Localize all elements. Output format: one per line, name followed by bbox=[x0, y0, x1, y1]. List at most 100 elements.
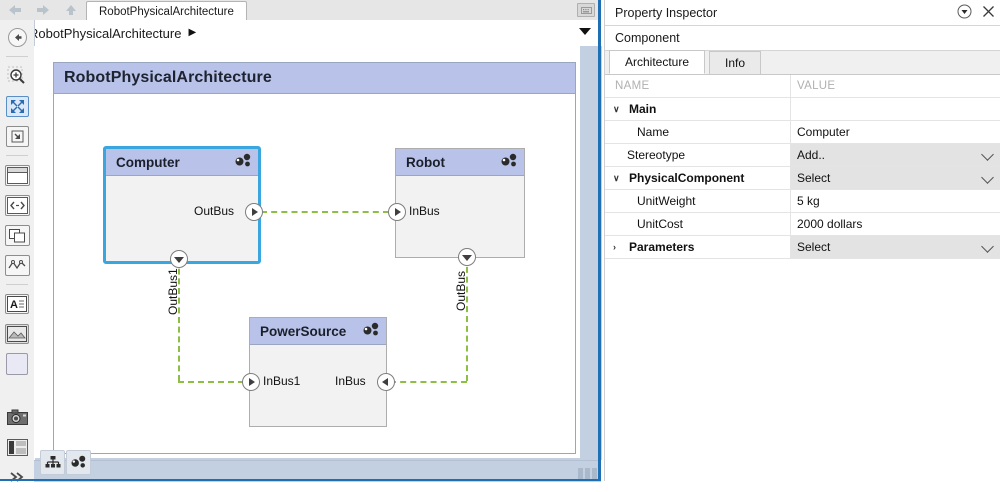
property-value-parameters[interactable]: Select bbox=[791, 236, 1000, 258]
port-robot-inbus[interactable] bbox=[388, 203, 406, 221]
editor-bottom-edge bbox=[0, 479, 601, 481]
component-stereotype-icon bbox=[234, 153, 252, 169]
block-computer-header: Computer bbox=[106, 149, 258, 176]
physicalcomponent-selected-value: Select bbox=[797, 171, 831, 185]
tab-info[interactable]: Info bbox=[709, 51, 762, 74]
image-annotation-icon[interactable] bbox=[0, 319, 34, 349]
port-computer-outbus1[interactable] bbox=[170, 250, 188, 268]
tab-architecture-label: Architecture bbox=[625, 55, 690, 69]
chevron-down-icon[interactable]: ∨ bbox=[613, 103, 620, 114]
block-powersource-label: PowerSource bbox=[260, 323, 347, 339]
property-row-unitweight[interactable]: UnitWeight 5 kg bbox=[605, 190, 1000, 213]
block-robot[interactable]: Robot bbox=[395, 148, 525, 258]
chevron-down-icon[interactable] bbox=[981, 171, 994, 184]
zoom-in-icon[interactable] bbox=[0, 61, 34, 91]
port-powersource-inbus1[interactable] bbox=[242, 373, 260, 391]
chevron-down-icon[interactable] bbox=[981, 148, 994, 161]
report-layout-icon[interactable] bbox=[0, 432, 34, 462]
port-computer-outbus[interactable] bbox=[245, 203, 263, 221]
component-stereotype-icon bbox=[362, 322, 380, 338]
property-group-main[interactable]: ∨ Main bbox=[605, 98, 1000, 121]
diagram-canvas[interactable]: RobotPhysicalArchitecture Computer bbox=[35, 46, 580, 458]
tab-info-label: Info bbox=[725, 56, 746, 70]
property-grid-header: NAME VALUE bbox=[605, 75, 1000, 98]
fit-to-view-icon[interactable] bbox=[0, 91, 34, 121]
connector-computer-robot bbox=[261, 211, 389, 213]
property-name-parameters: › Parameters bbox=[605, 236, 791, 258]
editor-tab-strip: RobotPhysicalArchitecture bbox=[0, 0, 601, 21]
port-label-computer-outbus: OutBus bbox=[194, 204, 235, 218]
component-stereotype-icon[interactable] bbox=[66, 449, 91, 475]
breadcrumb-arrow[interactable]: ▶ bbox=[188, 27, 197, 38]
keyboard-icon[interactable] bbox=[577, 3, 595, 17]
inspector-tabs: Architecture Info bbox=[605, 50, 1000, 75]
editor-toolbar: A bbox=[0, 20, 35, 482]
port-label-powersource-inbus: InBus bbox=[335, 374, 366, 388]
property-name-name: Name bbox=[605, 121, 791, 143]
copy-layers-icon[interactable] bbox=[0, 220, 34, 250]
resize-grip-icon[interactable] bbox=[578, 468, 597, 479]
property-value-stereotype[interactable]: Add.. bbox=[791, 144, 1000, 166]
chevron-down-icon[interactable] bbox=[579, 28, 591, 35]
chevron-down-icon[interactable]: ∨ bbox=[613, 172, 620, 183]
port-robot-outbus[interactable] bbox=[458, 248, 476, 266]
canvas-area[interactable]: RobotPhysicalArchitecture Computer bbox=[34, 46, 602, 460]
zoom-to-region-icon[interactable] bbox=[0, 121, 34, 151]
forward-arrow-icon[interactable] bbox=[30, 1, 56, 20]
property-name-physicalcomponent: ∨ PhysicalComponent bbox=[605, 167, 791, 189]
layout-panel-icon[interactable] bbox=[0, 160, 34, 190]
circled-chevron-down-icon[interactable] bbox=[957, 4, 972, 22]
block-powersource[interactable]: PowerSource bbox=[249, 317, 387, 427]
property-row-unitcost[interactable]: UnitCost 2000 dollars bbox=[605, 213, 1000, 236]
model-editor-pane: RobotPhysicalArchitecture RobotPhysicalA… bbox=[0, 0, 602, 482]
block-robot-label: Robot bbox=[406, 154, 445, 170]
property-value-physicalcomponent[interactable]: Select bbox=[791, 167, 1000, 189]
back-arrow-icon[interactable] bbox=[2, 1, 28, 20]
connector-computer-power-v bbox=[178, 259, 180, 381]
property-label-physicalcomponent: PhysicalComponent bbox=[629, 171, 745, 185]
property-inspector-header: Property Inspector bbox=[605, 0, 1000, 26]
property-value-name[interactable]: Computer bbox=[797, 125, 850, 139]
up-arrow-icon[interactable] bbox=[58, 1, 84, 20]
port-powersource-inbus[interactable] bbox=[377, 373, 395, 391]
property-inspector-title: Property Inspector bbox=[615, 5, 718, 20]
property-label-parameters: Parameters bbox=[629, 240, 695, 254]
block-computer-label: Computer bbox=[116, 154, 180, 170]
property-row-name[interactable]: Name Computer bbox=[605, 121, 1000, 144]
connector-robot-power-v bbox=[466, 257, 468, 381]
camera-snapshot-icon[interactable] bbox=[0, 402, 34, 432]
property-value-unitcost[interactable]: 2000 dollars bbox=[797, 217, 863, 231]
hierarchy-tree-icon[interactable] bbox=[40, 449, 65, 475]
editor-tab[interactable]: RobotPhysicalArchitecture bbox=[86, 1, 247, 21]
property-name-main: ∨ Main bbox=[605, 98, 791, 120]
component-stereotype-icon bbox=[500, 153, 518, 169]
chevron-down-icon[interactable] bbox=[981, 240, 994, 253]
expand-horizontal-icon[interactable] bbox=[0, 190, 34, 220]
signal-trace-icon[interactable] bbox=[0, 250, 34, 280]
diagram-title: RobotPhysicalArchitecture bbox=[54, 63, 575, 94]
app-window: RobotPhysicalArchitecture RobotPhysicalA… bbox=[0, 0, 1000, 482]
close-icon[interactable] bbox=[982, 5, 995, 21]
annotation-text-icon[interactable]: A bbox=[0, 289, 34, 319]
tab-architecture[interactable]: Architecture bbox=[609, 50, 706, 74]
chevron-right-icon[interactable]: › bbox=[613, 242, 616, 252]
block-computer[interactable]: Computer bbox=[103, 146, 261, 264]
architecture-diagram: RobotPhysicalArchitecture Computer bbox=[53, 62, 576, 454]
editor-status-bar bbox=[34, 449, 601, 482]
navigate-up-icon[interactable] bbox=[0, 22, 34, 52]
editor-tab-label: RobotPhysicalArchitecture bbox=[99, 5, 234, 18]
property-value-unitweight[interactable]: 5 kg bbox=[797, 194, 820, 208]
port-label-robot-outbus: OutBus bbox=[454, 270, 468, 311]
block-powersource-header: PowerSource bbox=[250, 318, 386, 345]
property-group-parameters[interactable]: › Parameters Select bbox=[605, 236, 1000, 259]
block-robot-header: Robot bbox=[396, 149, 524, 176]
connector-computer-power-h bbox=[178, 381, 244, 383]
more-tools-icon[interactable] bbox=[0, 462, 34, 492]
property-row-stereotype[interactable]: Stereotype Add.. bbox=[605, 144, 1000, 167]
area-box-icon[interactable] bbox=[0, 349, 34, 379]
breadcrumb-label[interactable]: RobotPhysicalArchitecture bbox=[29, 25, 182, 41]
navigation-buttons bbox=[2, 0, 84, 20]
property-group-physicalcomponent[interactable]: ∨ PhysicalComponent Select bbox=[605, 167, 1000, 190]
property-inspector-actions bbox=[957, 0, 995, 25]
property-name-unitweight: UnitWeight bbox=[605, 190, 791, 212]
